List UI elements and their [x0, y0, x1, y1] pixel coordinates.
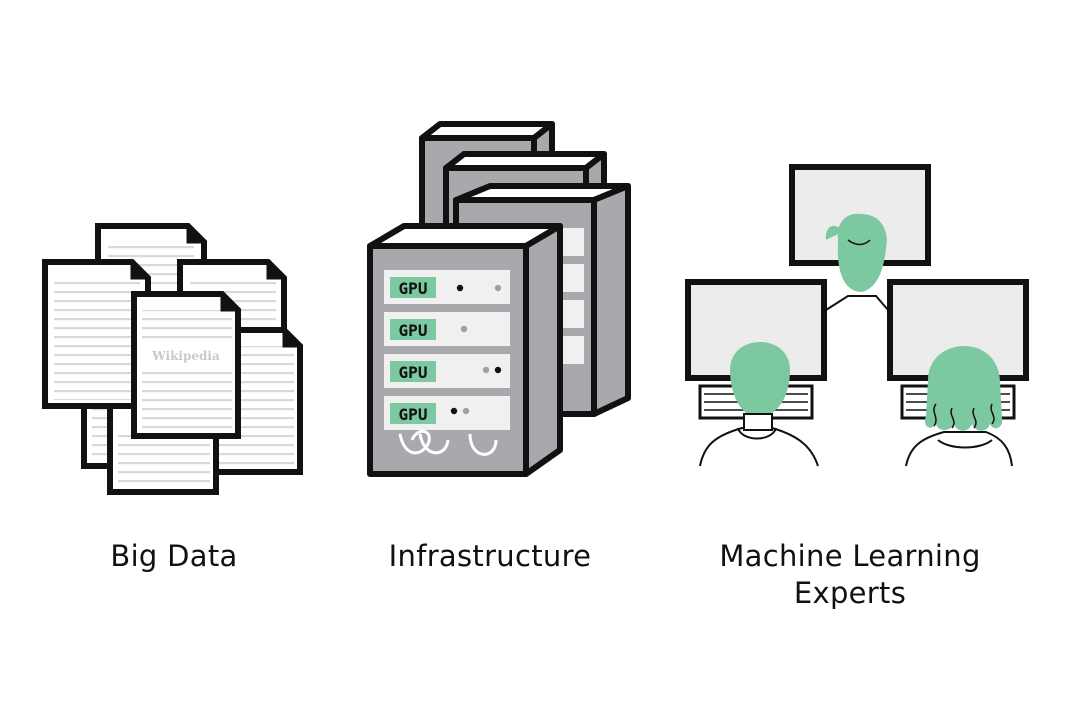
gpu-server-rack-icon — [367, 223, 563, 477]
caption-experts-line2: Experts — [793, 576, 907, 610]
wikipedia-document-icon — [131, 291, 241, 439]
cables-icon — [398, 429, 498, 456]
caption-experts-line1: Machine Learning — [719, 539, 981, 573]
gpu-label: GPU — [399, 363, 428, 382]
documents-stack-icon — [42, 223, 303, 495]
gpu-slot — [384, 354, 510, 388]
person-icon — [825, 213, 889, 311]
gpu-label: GPU — [399, 321, 428, 340]
person-icon — [699, 342, 819, 467]
gpu-slot — [384, 396, 510, 430]
person-icon — [905, 346, 1013, 467]
experts-icon — [685, 164, 1029, 467]
caption-infrastructure: Infrastructure — [388, 539, 592, 573]
document-icon — [42, 259, 151, 409]
caption-big-data: Big Data — [110, 539, 238, 573]
wikipedia-label: Wikipedia — [151, 349, 220, 363]
gpu-label: GPU — [399, 405, 428, 424]
gpu-label: GPU — [399, 279, 428, 298]
gpu-slot — [384, 270, 510, 304]
caption-experts: Machine Learning Experts — [690, 538, 1010, 612]
gpu-slot — [384, 312, 510, 346]
